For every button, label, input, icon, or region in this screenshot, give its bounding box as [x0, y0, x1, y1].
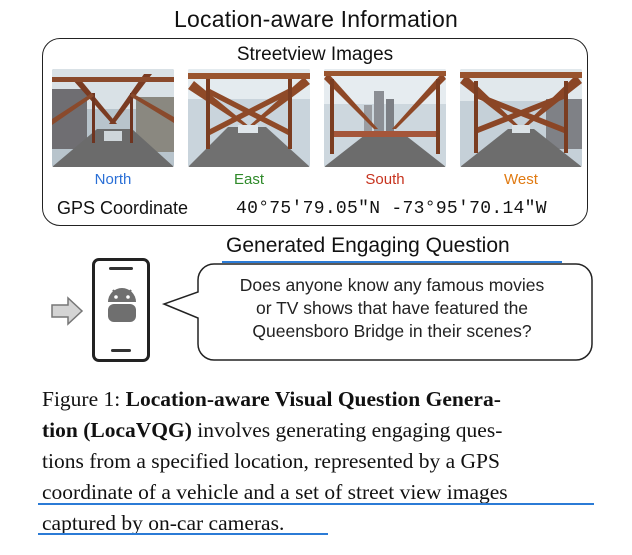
question-line: Queensboro Bridge in their scenes?: [252, 321, 532, 341]
caption-underline-1: [38, 503, 594, 505]
caption-line-2-rest: involves generating engaging ques-: [191, 418, 503, 442]
figure-title: Location-aware Information: [174, 6, 458, 32]
streetview-south-image: [324, 69, 446, 167]
direction-west-label: West: [504, 171, 538, 188]
caption-line-5: captured by on-car cameras.: [42, 511, 285, 535]
streetview-east-image: [188, 69, 310, 167]
direction-labels: North East South West: [52, 171, 582, 191]
streetview-label: Streetview Images: [236, 44, 394, 65]
figure-caption: Figure 1: Location-aware Visual Question…: [42, 384, 594, 539]
caption-underline-2: [38, 533, 328, 535]
android-icon: [108, 288, 136, 322]
location-info-panel: Streetview Images: [42, 38, 588, 226]
caption-line-1: Figure 1: Location-aware Visual Question…: [42, 384, 594, 415]
phone-home-bar: [111, 349, 131, 352]
caption-line-2: tion (LocaVQG) involves generating engag…: [42, 415, 594, 446]
streetview-north-image: [52, 69, 174, 167]
gps-label: GPS Coordinate: [57, 198, 189, 218]
phone-icon: [92, 258, 150, 362]
gps-value: 40°75'79.05"N -73°95'70.14"W: [236, 199, 547, 219]
caption-bold-1: Location-aware Visual Question Genera-: [125, 387, 501, 411]
caption-line-4: coordinate of a vehicle and a set of str…: [42, 480, 508, 504]
streetview-thumbnails: [52, 69, 582, 169]
direction-south-label: South: [365, 171, 405, 188]
generated-question-text: Does anyone know any famous movies or TV…: [200, 274, 584, 343]
generated-question-heading: Generated Engaging Question: [226, 234, 510, 257]
question-line: Does anyone know any famous movies: [239, 275, 545, 295]
question-line: or TV shows that have featured the: [255, 298, 529, 318]
direction-north-label: North: [94, 171, 132, 188]
arrow-right-icon: [51, 296, 84, 326]
phone-speaker: [109, 267, 133, 270]
direction-east-label: East: [233, 171, 264, 188]
streetview-west-image: [460, 69, 582, 167]
heading-underline: [222, 261, 562, 263]
caption-line-3: tions from a specified location, represe…: [42, 449, 500, 473]
speech-bubble: [161, 263, 593, 361]
caption-prefix: Figure 1:: [42, 387, 126, 411]
caption-bold-2: tion (LocaVQG): [42, 418, 192, 442]
